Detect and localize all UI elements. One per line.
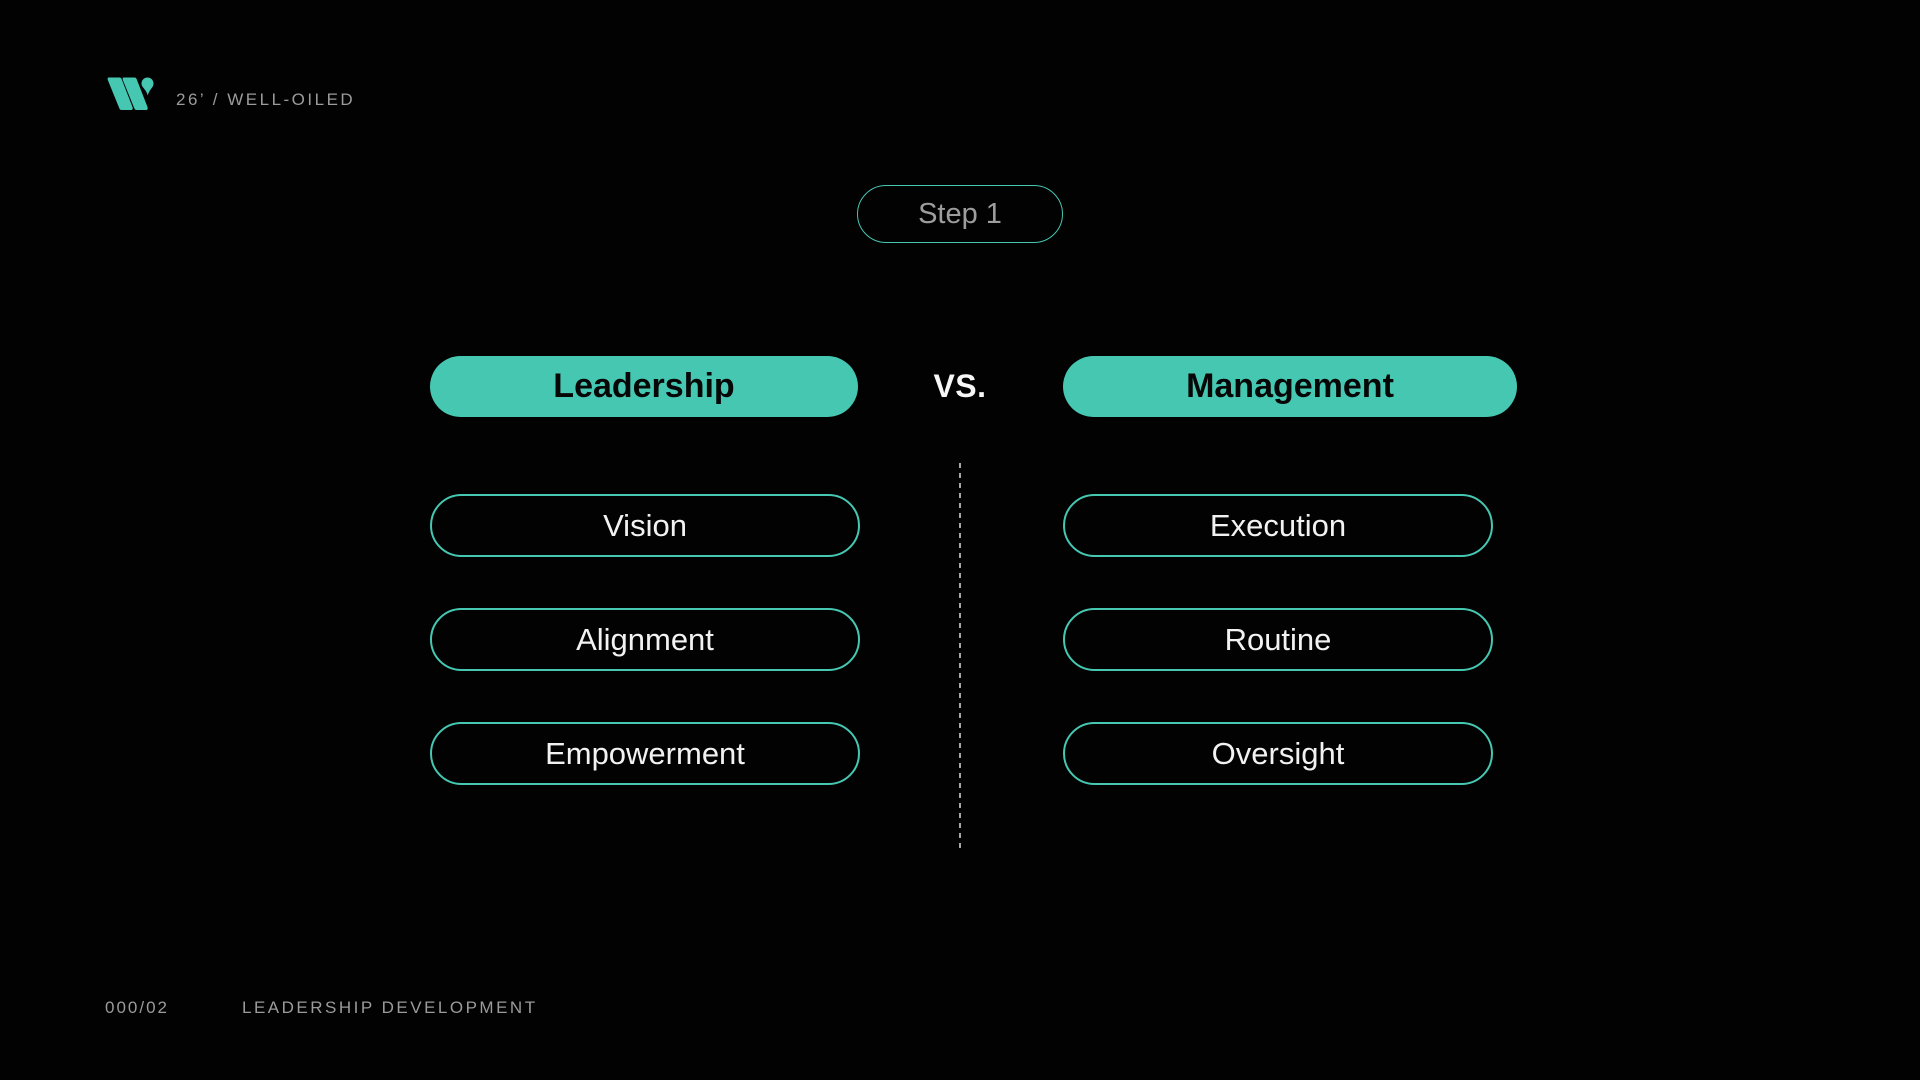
brand-header: 26’ / WELL-OILED	[104, 76, 355, 114]
item-pill-oversight: Oversight	[1063, 722, 1493, 785]
header-pill-management: Management	[1063, 356, 1517, 417]
footer-page-number: 000/02	[105, 998, 169, 1017]
item-pill-execution-label: Execution	[1209, 507, 1347, 543]
step-badge: Step 1	[857, 185, 1063, 243]
item-pill-empowerment-label: Empowerment	[545, 735, 745, 771]
item-pill-execution: Execution	[1063, 494, 1493, 557]
vs-label: VS.	[933, 368, 987, 404]
item-pill-alignment: Alignment	[430, 608, 860, 671]
header-pill-management-label: Management	[1186, 367, 1394, 405]
item-pill-vision: Vision	[430, 494, 860, 557]
item-pill-empowerment: Empowerment	[430, 722, 860, 785]
brand-label: 26’ / WELL-OILED	[176, 90, 356, 109]
header-pill-leadership-label: Leadership	[553, 367, 735, 405]
footer: 000/02 LEADERSHIP DEVELOPMENT	[0, 998, 1920, 1022]
header-pill-leadership: Leadership	[430, 356, 858, 417]
brand-logo-icon	[107, 77, 154, 110]
item-pill-oversight-label: Oversight	[1211, 735, 1345, 771]
item-pill-routine: Routine	[1063, 608, 1493, 671]
step-badge-label: Step 1	[918, 197, 1002, 230]
item-pill-routine-label: Routine	[1224, 621, 1332, 657]
footer-section-title: LEADERSHIP DEVELOPMENT	[242, 998, 538, 1017]
item-pill-alignment-label: Alignment	[576, 621, 714, 657]
item-pill-vision-label: Vision	[603, 507, 687, 543]
dashed-divider	[959, 463, 961, 851]
